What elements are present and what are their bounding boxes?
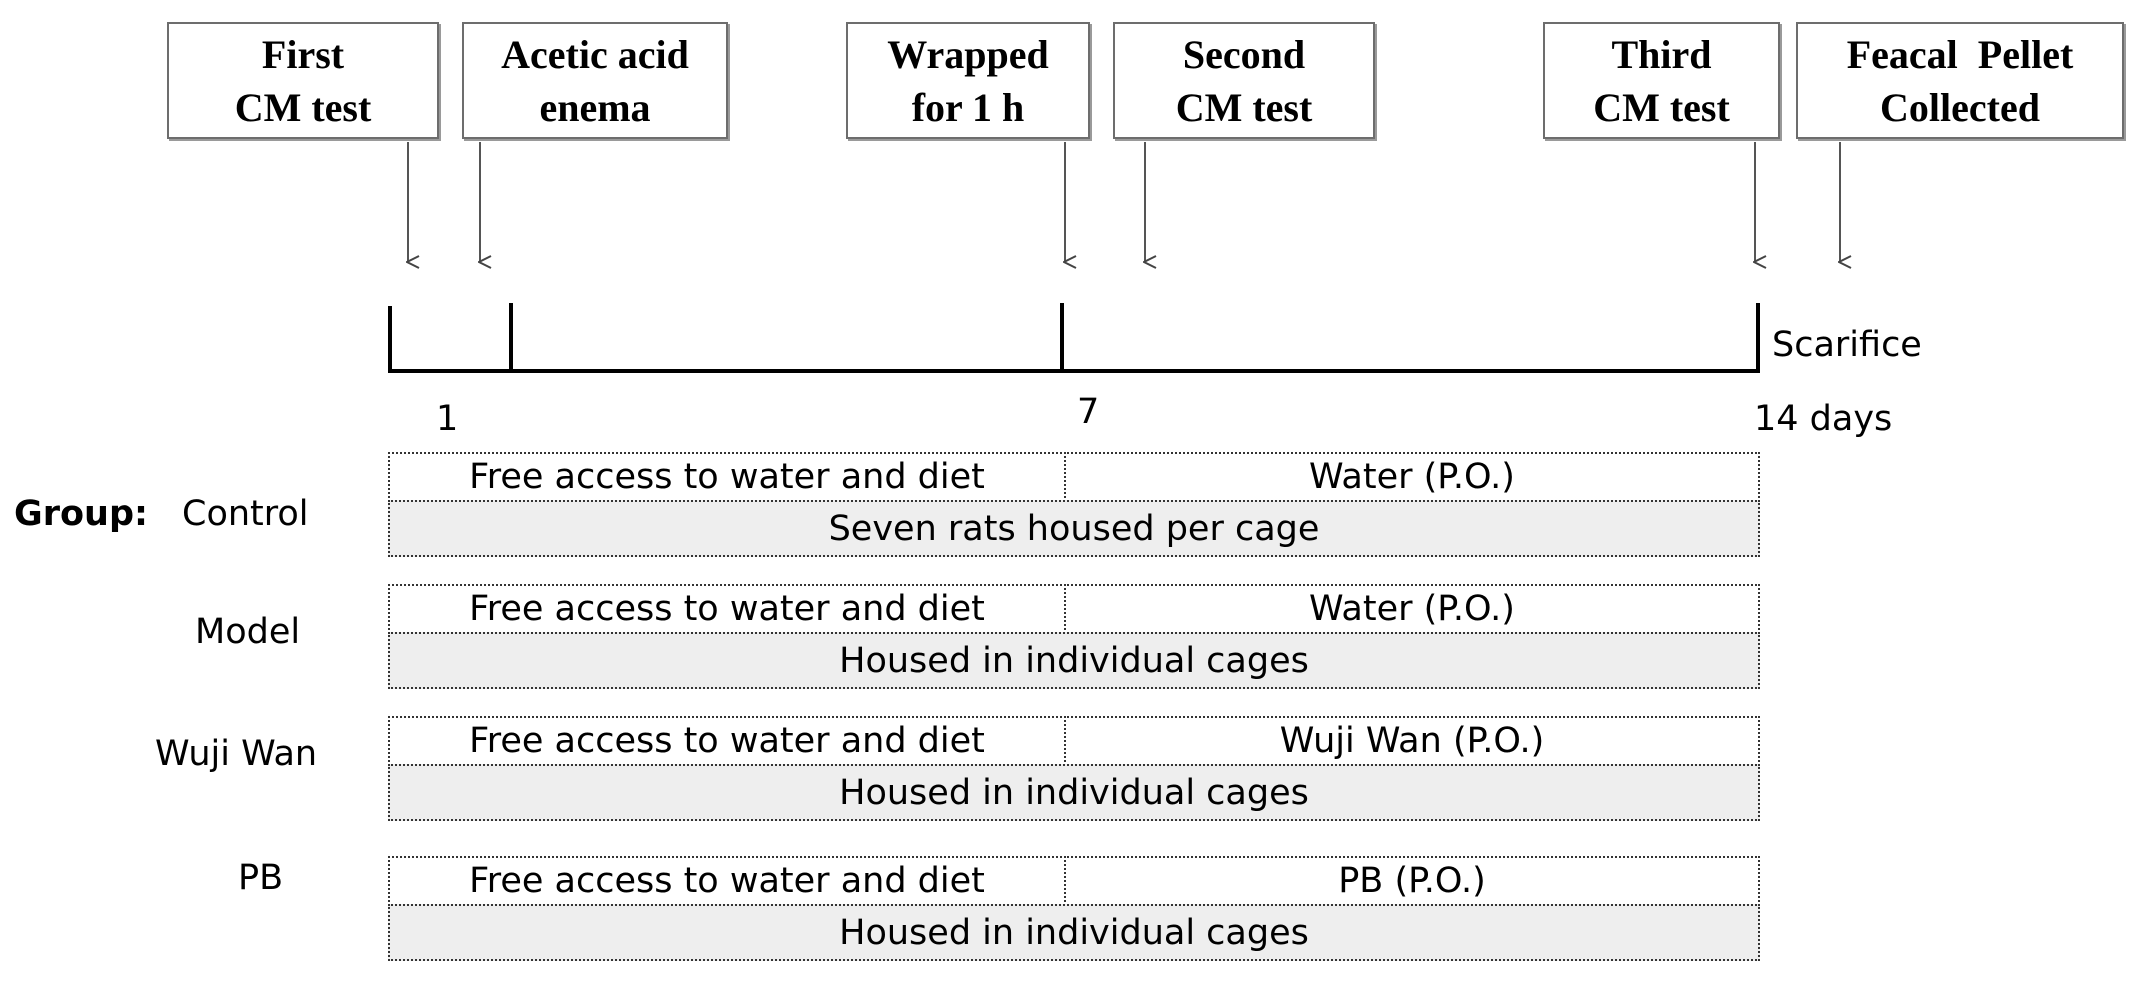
wuji-wan-period1-cell: Free access to water and diet (388, 716, 1066, 766)
group-prefix-label: Group: (14, 494, 149, 534)
event-first-cm-test: First CM test (167, 22, 439, 139)
event-first-cm-test-line-1: First (261, 31, 345, 77)
event-wrapped-1h: Wrapped for 1 h (846, 22, 1090, 139)
timeline-tick-label-1: 1 (436, 399, 459, 439)
timeline-end-label: Scarifice (1772, 325, 1922, 365)
event-feacal-pellet-collected-line-2: Collected (1880, 84, 2040, 130)
group-name-control: Control (182, 494, 309, 534)
timeline-tick-label-7: 7 (1077, 392, 1100, 432)
event-acetic-acid-enema-line-1: Acetic acid (501, 31, 689, 77)
group-name-pb: PB (238, 858, 284, 898)
group-name-wuji-wan: Wuji Wan (155, 734, 318, 774)
event-third-cm-test: Third CM test (1543, 22, 1780, 139)
group-name-model: Model (195, 612, 301, 652)
event-first-cm-test-line-2: CM test (234, 84, 372, 130)
event-second-cm-test-line-1: Second (1182, 31, 1306, 77)
control-housing-cell: Seven rats housed per cage (388, 500, 1760, 557)
control-period1-cell: Free access to water and diet (388, 452, 1066, 502)
wuji-wan-housing-cell: Housed in individual cages (388, 764, 1760, 821)
event-third-cm-test-line-1: Third (1611, 31, 1712, 77)
event-feacal-pellet-collected-line-1: Feacal Pellet (1846, 31, 2074, 77)
event-acetic-acid-enema-line-2: enema (539, 84, 651, 130)
event-wrapped-1h-line-2: for 1 h (911, 84, 1025, 130)
model-housing-cell: Housed in individual cages (388, 632, 1760, 689)
event-third-cm-test-line-2: CM test (1593, 84, 1730, 130)
control-period2-cell: Water (P.O.) (1064, 452, 1760, 502)
event-acetic-acid-enema: Acetic acid enema (462, 22, 728, 139)
event-second-cm-test-line-2: CM test (1175, 84, 1313, 130)
model-period1-cell: Free access to water and diet (388, 584, 1066, 634)
pb-period2-cell: PB (P.O.) (1064, 856, 1760, 906)
wuji-wan-period2-cell: Wuji Wan (P.O.) (1064, 716, 1760, 766)
pb-housing-cell: Housed in individual cages (388, 904, 1760, 961)
timeline-tick-label-14: 14 days (1754, 399, 1893, 439)
event-second-cm-test: Second CM test (1113, 22, 1375, 139)
event-wrapped-1h-line-1: Wrapped (887, 31, 1049, 77)
pb-period1-cell: Free access to water and diet (388, 856, 1066, 906)
event-feacal-pellet-collected: Feacal Pellet Collected (1796, 22, 2124, 139)
model-period2-cell: Water (P.O.) (1064, 584, 1760, 634)
